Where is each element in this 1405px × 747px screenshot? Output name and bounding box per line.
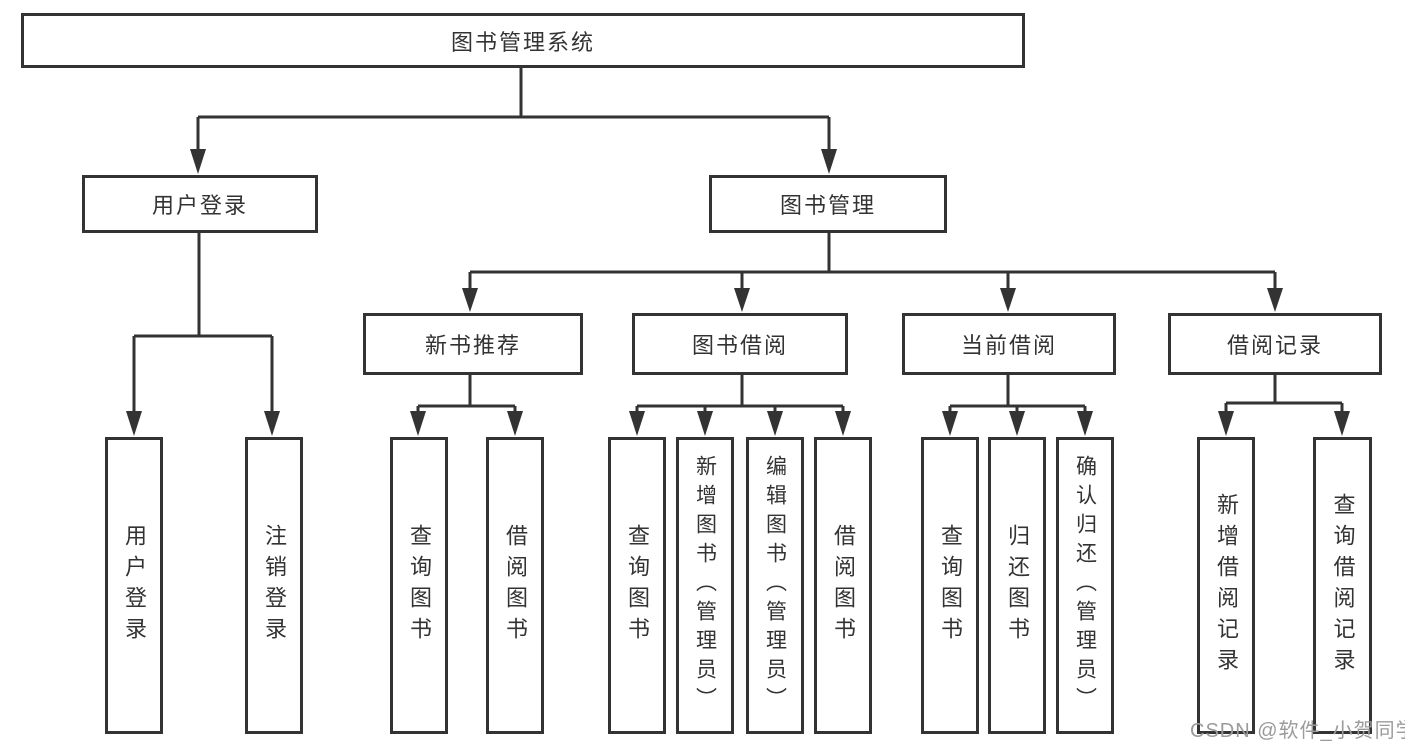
node-library-management-system: 图书管理系统 [21,13,1025,68]
node-current-borrow: 当前借阅 [902,313,1116,375]
leaf-label: 用户登录 [122,523,147,648]
leaf-label: 查询图书 [625,523,650,648]
leaf-confirm-return-admin: 确认归还（管理员） [1056,437,1114,734]
node-borrow-records: 借阅记录 [1168,313,1382,375]
leaf-label: 归还图书 [1005,523,1030,648]
node-user-login: 用户登录 [82,175,318,233]
leaf-borrow-books-recommend: 借阅图书 [486,437,544,734]
arrowheads [126,149,1350,436]
csdn-watermark: CSDN @软件_小贺同学 [1190,720,1405,742]
leaf-label: 新增借阅记录 [1214,492,1239,679]
leaf-add-borrow-record: 新增借阅记录 [1197,437,1255,734]
node-book-borrow: 图书借阅 [632,313,848,375]
leaf-return-books: 归还图书 [988,437,1046,734]
leaf-label: 借阅图书 [831,523,856,648]
leaf-label: 查询借阅记录 [1330,492,1356,679]
leaf-logout: 注销登录 [245,437,303,734]
leaf-label: 编辑图书（管理员） [763,455,787,716]
node-label: 借阅记录 [1226,333,1323,358]
node-book-management: 图书管理 [709,175,947,233]
leaf-query-books-borrow: 查询图书 [608,437,666,734]
leaf-label: 借阅图书 [503,523,528,648]
node-label: 用户登录 [151,193,248,218]
leaf-label: 查询图书 [938,523,963,648]
node-label: 新书推荐 [424,333,521,358]
leaf-label: 查询图书 [407,523,432,648]
node-new-book-recommend: 新书推荐 [363,313,583,375]
leaf-query-books-current: 查询图书 [921,437,979,734]
leaf-query-books-recommend: 查询图书 [390,437,448,734]
leaf-add-books-admin: 新增图书（管理员） [676,437,734,734]
leaf-label: 确认归还（管理员） [1073,455,1097,716]
leaf-label: 注销登录 [262,523,287,648]
leaf-label: 新增图书（管理员） [693,455,717,716]
leaf-query-borrow-record: 查询借阅记录 [1313,437,1372,734]
leaf-user-login: 用户登录 [105,437,163,734]
node-label: 图书借阅 [691,333,788,358]
node-label: 图书管理系统 [450,29,595,55]
leaf-edit-books-admin: 编辑图书（管理员） [746,437,804,734]
node-label: 当前借阅 [960,333,1057,358]
node-label: 图书管理 [779,193,876,218]
leaf-borrow-books: 借阅图书 [814,437,872,734]
